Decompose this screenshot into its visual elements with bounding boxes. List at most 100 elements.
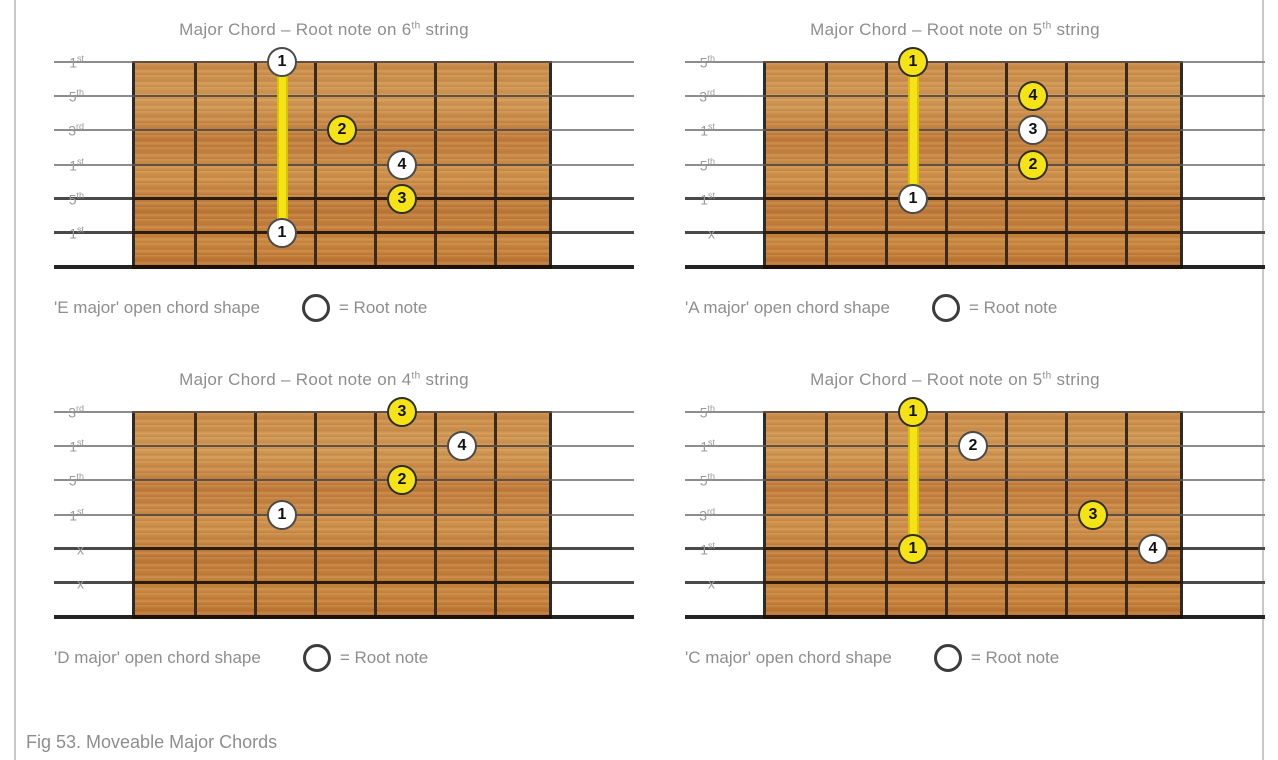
string-interval-ordinal: st — [707, 540, 715, 551]
chord-title-prefix: Major Chord – Root note on — [179, 370, 402, 389]
root-note-legend: = Root note — [933, 644, 1060, 672]
string-interval-label: 1st — [54, 438, 84, 455]
barre-indicator — [907, 62, 919, 199]
string-line-over-board — [132, 411, 552, 413]
finger-dot-1-yellow: 1 — [898, 397, 928, 427]
string-interval-label: 1st — [54, 225, 84, 242]
string-line-over-board — [132, 479, 552, 482]
string-interval-value: 5 — [68, 190, 77, 207]
string-interval-label: 5th — [54, 190, 84, 207]
finger-dot-1-white: 1 — [898, 183, 928, 214]
string-line-over-board — [132, 615, 552, 619]
string-interval-ordinal: st — [76, 437, 84, 448]
finger-dot-4-yellow: 4 — [1018, 81, 1048, 112]
string-interval-ordinal: th — [76, 472, 84, 482]
finger-dot-3-yellow: 3 — [387, 183, 417, 214]
chord-title-ordinal: th — [411, 370, 421, 382]
finger-dot-1-white: 1 — [267, 47, 297, 77]
chord-title-prefix: Major Chord – Root note on — [179, 20, 402, 39]
string-line-over-board — [132, 231, 552, 235]
string-line-over-board — [132, 445, 552, 448]
string-line-over-board — [763, 411, 1183, 413]
string-interval-ordinal: st — [76, 156, 84, 167]
string-interval-value: 5 — [68, 472, 77, 489]
finger-dot-3-yellow: 3 — [1078, 499, 1108, 530]
string-interval-value: 5 — [68, 88, 77, 105]
string-interval-value: 1 — [69, 438, 77, 455]
string-interval-value: 1 — [700, 122, 708, 139]
string-interval-ordinal: th — [707, 156, 715, 167]
string-interval-label: 3rd — [54, 122, 84, 139]
chord-title-ordinal: th — [411, 20, 421, 32]
string-interval-label: 5th — [685, 404, 715, 421]
string-interval-ordinal: st — [76, 506, 84, 517]
string-interval-value: 5 — [699, 404, 708, 421]
string-interval-label: 3rd — [685, 88, 715, 105]
finger-dot-4-white: 4 — [1138, 533, 1168, 564]
finger-dot-4-white: 4 — [447, 431, 477, 462]
string-interval-value: 5 — [699, 472, 708, 489]
string-line-over-board — [763, 231, 1183, 235]
string-interval-label: x — [54, 540, 84, 557]
root-note-legend-text: = Root note — [338, 298, 428, 317]
string-interval-label: 1st — [54, 54, 84, 71]
string-interval-value: 1 — [700, 190, 708, 207]
string-interval-ordinal: st — [76, 224, 84, 235]
string-line-over-board — [132, 197, 552, 201]
chord-caption-row: 'A major' open chord shape= Root note — [685, 288, 1265, 328]
finger-dot-1-yellow: 1 — [898, 47, 928, 77]
chord-title-string-number: 5 — [1032, 20, 1043, 39]
string-line-over-board — [763, 61, 1183, 63]
string-interval-value: 5 — [699, 54, 708, 71]
string-interval-label: 5th — [54, 88, 84, 105]
string-interval-label: 1st — [685, 122, 715, 139]
chord-title-suffix: string — [420, 370, 469, 389]
string-line-over-board — [132, 163, 552, 166]
finger-dot-1-white: 1 — [267, 499, 297, 530]
open-circle-icon — [302, 644, 331, 672]
chord-panel-title: Major Chord – Root note on 6th string — [14, 20, 634, 40]
chord-title-suffix: string — [1051, 20, 1100, 39]
string-interval-label: 3rd — [685, 506, 715, 523]
string-interval-label: 1st — [685, 190, 715, 207]
string-line-over-board — [132, 581, 552, 585]
finger-dot-2-white: 2 — [958, 431, 988, 462]
string-interval-value: 1 — [69, 54, 77, 71]
chord-title-string-number: 5 — [1032, 370, 1043, 389]
finger-dot-3-yellow: 3 — [387, 397, 417, 427]
finger-dot-1-white: 1 — [267, 217, 297, 248]
chord-title-ordinal: th — [1042, 370, 1052, 382]
string-line-over-board — [763, 479, 1183, 482]
root-note-legend-text: = Root note — [968, 298, 1058, 317]
string-interval-label: x — [685, 225, 715, 241]
string-interval-ordinal: th — [76, 190, 84, 201]
string-interval-label: x — [54, 575, 84, 591]
root-note-legend-text: = Root note — [970, 648, 1060, 667]
chord-title-prefix: Major Chord – Root note on — [810, 20, 1033, 39]
string-interval-ordinal: st — [707, 437, 715, 448]
open-chord-shape-name: 'E major' open chord shape — [54, 298, 260, 317]
string-interval-label: 1st — [54, 156, 84, 173]
string-interval-value: 5 — [699, 156, 708, 173]
string-interval-value: 1 — [700, 438, 708, 455]
string-interval-value: 3 — [699, 506, 707, 523]
string-line-over-board — [763, 197, 1183, 201]
string-interval-label: 1st — [685, 438, 715, 455]
string-line-over-board — [132, 95, 552, 98]
string-interval-value: 3 — [699, 88, 707, 105]
chord-title-string-number: 6 — [401, 20, 412, 39]
chord-caption-row: 'E major' open chord shape = Root note — [54, 288, 634, 328]
string-line-over-board — [763, 513, 1183, 516]
chord-panel-title: Major Chord – Root note on 4th string — [14, 370, 634, 390]
string-line-over-board — [132, 265, 552, 269]
string-interval-value: 3 — [68, 404, 76, 421]
page-left-rule — [14, 0, 16, 760]
